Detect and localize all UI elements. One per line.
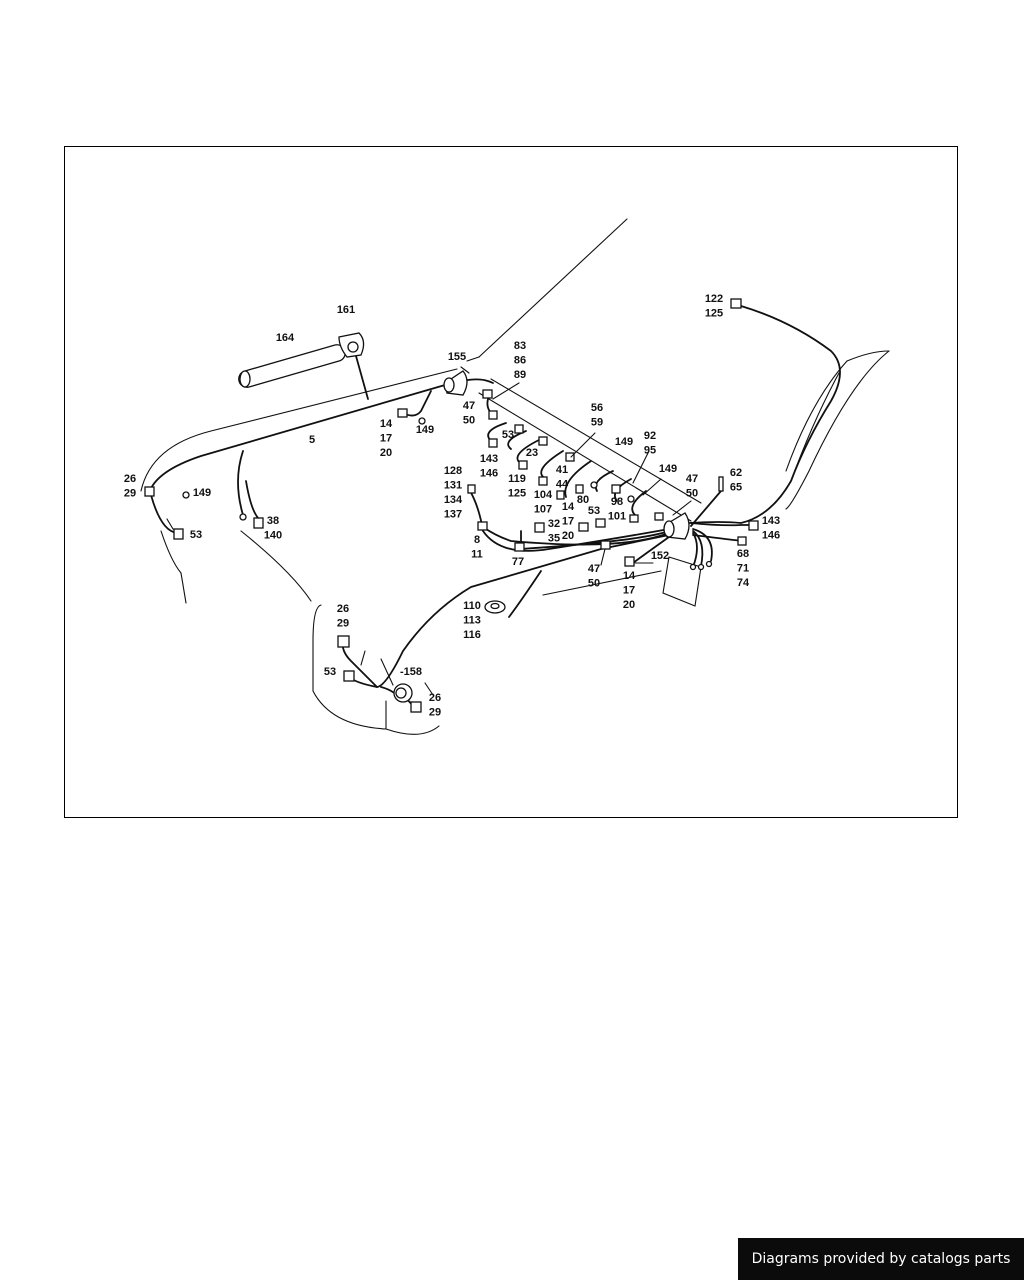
part-callout-c149c: 149 [659,463,677,475]
part-callout-c161: 161 [337,304,355,316]
components [238,332,724,703]
part-callout-c53b: 53 [588,505,600,517]
part-callout-c149d: 149 [193,487,211,499]
part-callout-c53d: 53 [324,666,336,678]
part-callout-c158: -158 [400,666,422,678]
part-callout-c155: 155 [448,351,466,363]
part-callout-c152: 152 [651,550,669,562]
part-callout-c149a: 149 [416,424,434,436]
credit-badge: Diagrams provided by catalogs parts [738,1238,1024,1280]
part-callout-c5: 5 [309,434,315,446]
connectors [144,298,759,713]
harness-wires [148,305,841,708]
part-callout-c53c: 53 [190,529,202,541]
part-callout-c164: 164 [276,332,295,344]
credit-text: Diagrams provided by catalogs parts [751,1251,1011,1267]
part-callout-c80: 80 [577,494,589,506]
part-callout-c149b: 149 [615,436,633,448]
part-callout-c23: 23 [526,447,538,459]
leader-lines [166,366,692,696]
part-callout-c53a: 53 [502,429,514,441]
part-callout-c77: 77 [512,556,524,568]
